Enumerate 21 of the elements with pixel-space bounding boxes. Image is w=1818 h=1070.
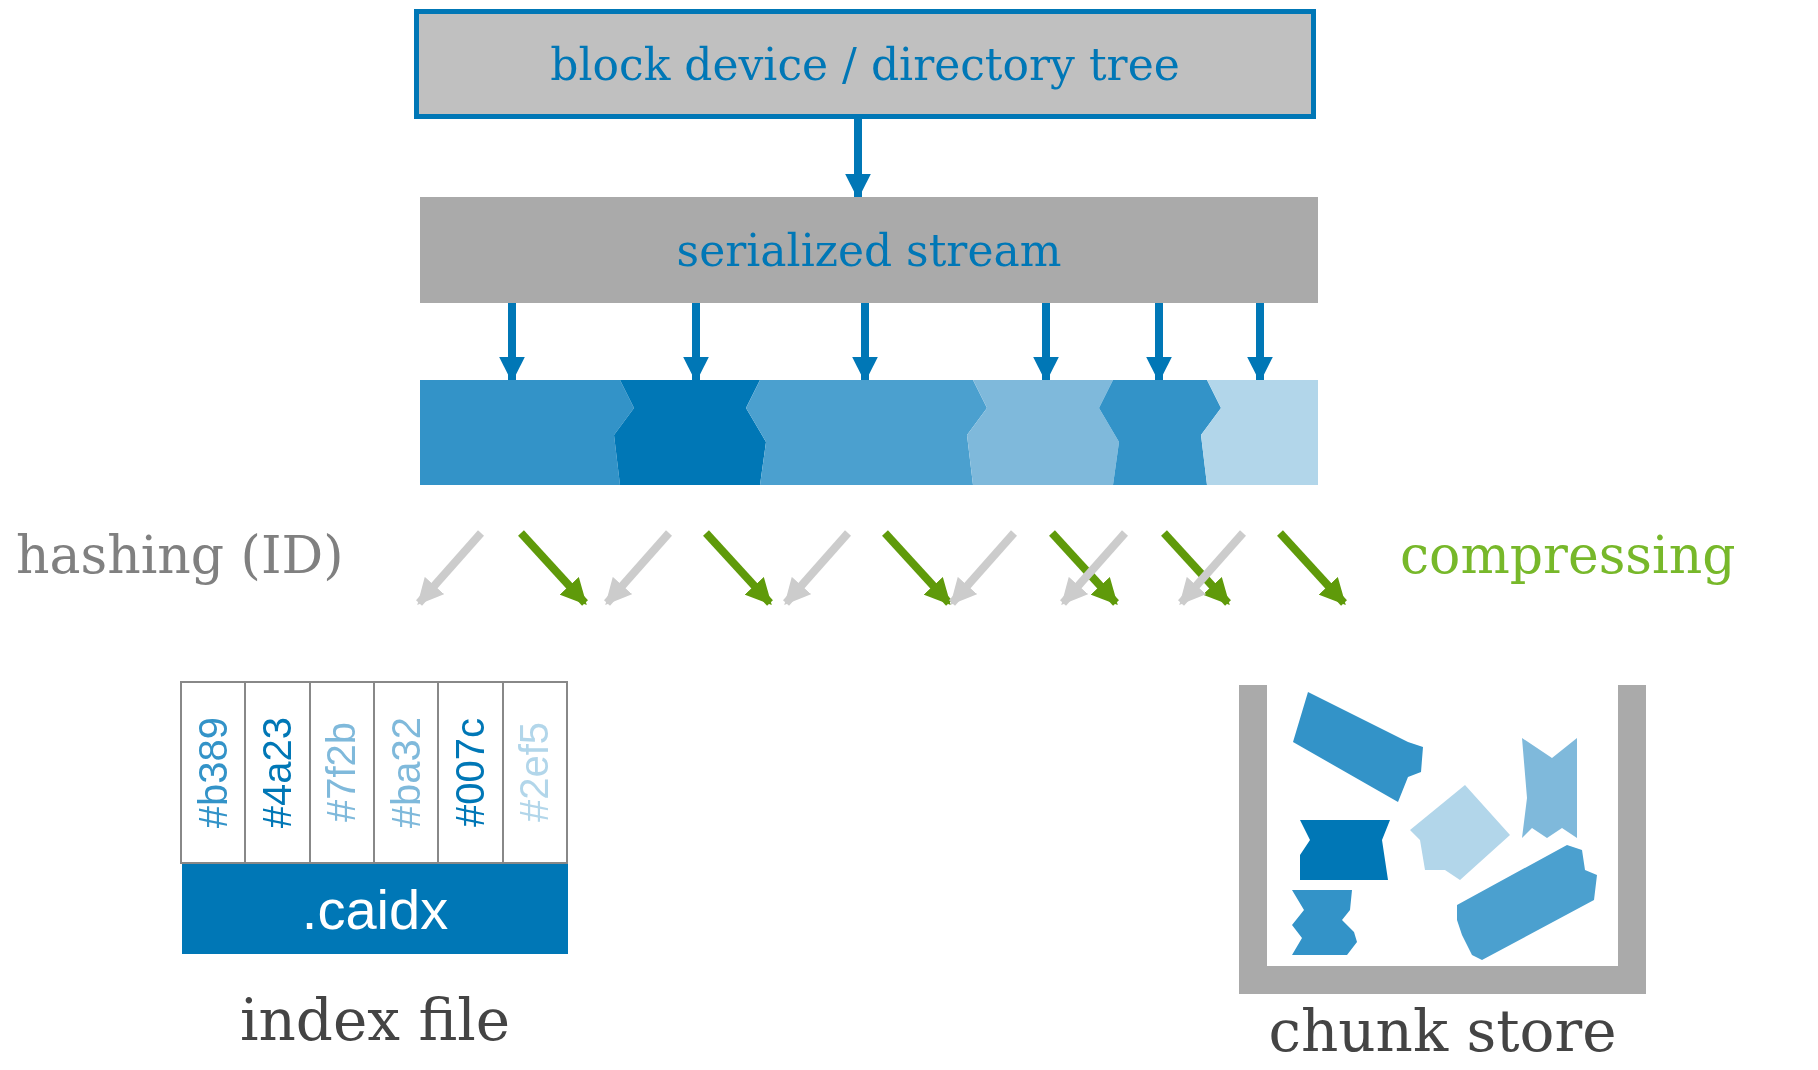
hash-id: #b389 — [190, 716, 236, 829]
process-box: block device / directory tree — [414, 9, 1316, 119]
hash-id: #007c — [447, 718, 493, 827]
arrow — [1146, 303, 1172, 383]
chunked-stream-drawing — [420, 380, 1318, 485]
arrow — [845, 119, 871, 200]
node-label: index file — [238, 986, 512, 1054]
stage-label: hashing (ID) — [16, 525, 344, 585]
hash-id: #2ef5 — [512, 722, 558, 823]
node-label: chunk store — [1267, 997, 1618, 1065]
arrow — [1033, 303, 1059, 383]
hash-id: #7f2b — [319, 722, 365, 823]
hash-id: #ba32 — [383, 716, 429, 829]
arrow — [852, 303, 878, 383]
arrow — [499, 303, 525, 383]
arrow — [1247, 303, 1273, 383]
process-box: serialized stream — [420, 197, 1318, 303]
file-extension-bar: .caidx — [182, 864, 568, 954]
hash-id: #4a23 — [255, 716, 300, 829]
stage-label: compressing — [1400, 525, 1736, 585]
arrow — [683, 303, 709, 383]
